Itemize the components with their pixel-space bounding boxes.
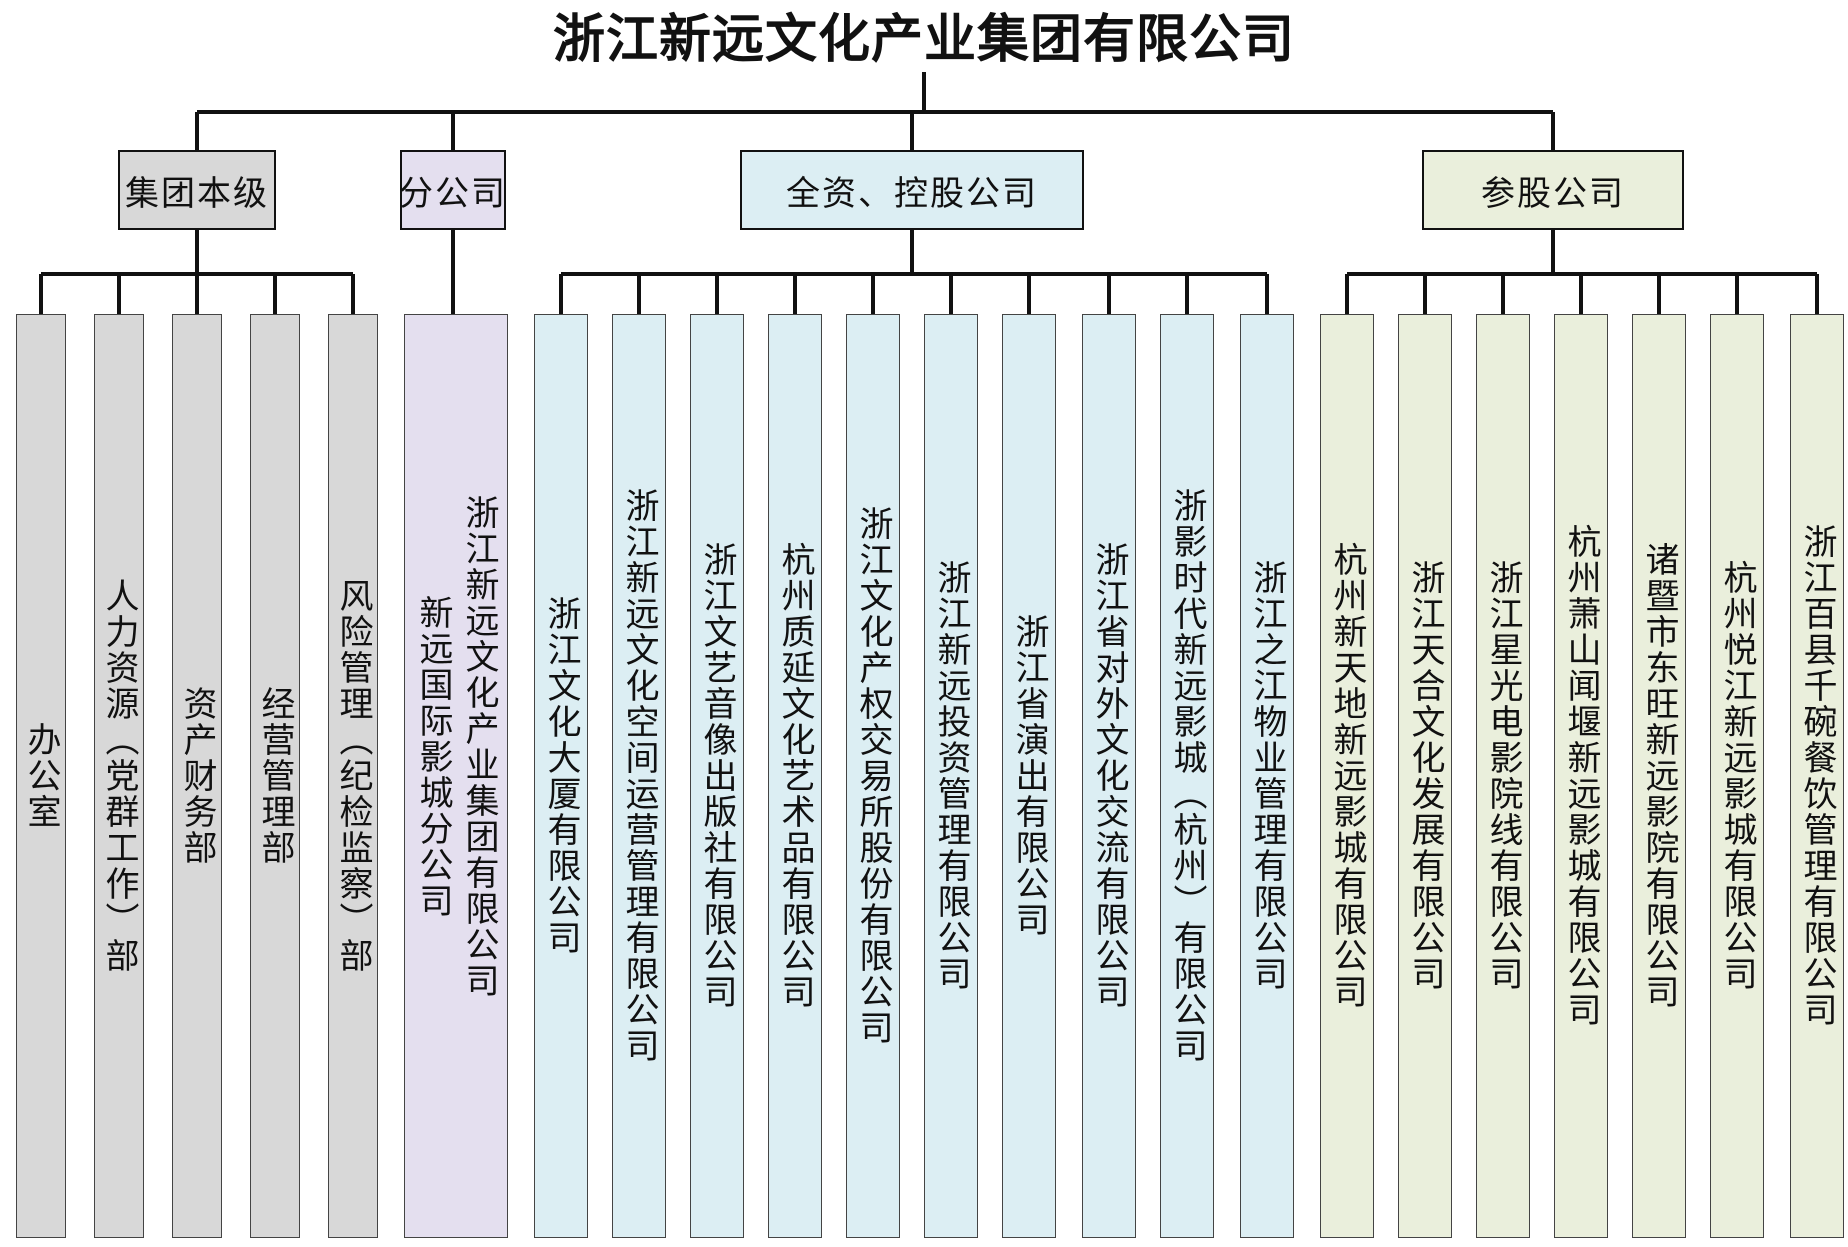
unit-wholly_owned-7: 浙江省对外文化交流有限公司 bbox=[1082, 314, 1136, 1238]
unit-wholly_owned-0: 浙江文化大厦有限公司 bbox=[534, 314, 588, 1238]
unit-label: 浙江新远投资管理有限公司 bbox=[931, 560, 971, 992]
unit-label: 浙江新远文化空间运营管理有限公司 bbox=[619, 488, 659, 1064]
unit-wholly_owned-2: 浙江文艺音像出版社有限公司 bbox=[690, 314, 744, 1238]
unit-label: 浙江文艺音像出版社有限公司 bbox=[697, 542, 737, 1010]
unit-label: 办公室 bbox=[21, 722, 61, 830]
unit-participating-1: 浙江天合文化发展有限公司 bbox=[1398, 314, 1452, 1238]
unit-participating-4: 诸暨市东旺新远影院有限公司 bbox=[1632, 314, 1686, 1238]
unit-label: 浙影时代新远影城（杭州）有限公司 bbox=[1167, 488, 1207, 1064]
unit-label: 浙江文化产权交易所股份有限公司 bbox=[853, 506, 893, 1046]
unit-wholly_owned-8: 浙影时代新远影城（杭州）有限公司 bbox=[1160, 314, 1214, 1238]
unit-label: 资产财务部 bbox=[177, 686, 217, 866]
unit-label: 杭州萧山闻堰新远影城有限公司 bbox=[1561, 524, 1601, 1028]
unit-participating-3: 杭州萧山闻堰新远影城有限公司 bbox=[1554, 314, 1608, 1238]
unit-participating-2: 浙江星光电影院线有限公司 bbox=[1476, 314, 1530, 1238]
unit-label: 浙江百县千碗餐饮管理有限公司 bbox=[1797, 524, 1837, 1028]
category-branch: 分公司 bbox=[399, 150, 506, 230]
unit-label: 新远国际影城分公司 bbox=[413, 595, 453, 919]
category-participating: 参股公司 bbox=[1422, 150, 1684, 230]
unit-wholly_owned-5: 浙江新远投资管理有限公司 bbox=[924, 314, 978, 1238]
unit-label: 浙江省对外文化交流有限公司 bbox=[1089, 542, 1129, 1010]
unit-label: 诸暨市东旺新远影院有限公司 bbox=[1639, 542, 1679, 1010]
unit-level-1: 人力资源（党群工作）部 bbox=[94, 314, 144, 1238]
unit-level-3: 经营管理部 bbox=[250, 314, 300, 1238]
unit-wholly_owned-9: 浙江之江物业管理有限公司 bbox=[1240, 314, 1294, 1238]
unit-label: 风险管理（纪检监察）部 bbox=[333, 578, 373, 974]
unit-label: 浙江星光电影院线有限公司 bbox=[1483, 560, 1523, 992]
unit-label: 杭州质延文化艺术品有限公司 bbox=[775, 542, 815, 1010]
unit-label: 杭州新天地新远影城有限公司 bbox=[1327, 542, 1367, 1010]
unit-label: 经营管理部 bbox=[255, 686, 295, 866]
unit-branch-0: 浙江新远文化产业集团有限公司新远国际影城分公司 bbox=[404, 314, 508, 1238]
unit-participating-5: 杭州悦江新远影城有限公司 bbox=[1710, 314, 1764, 1238]
unit-level-2: 资产财务部 bbox=[172, 314, 222, 1238]
chart-title: 浙江新远文化产业集团有限公司 bbox=[552, 9, 1295, 70]
unit-participating-6: 浙江百县千碗餐饮管理有限公司 bbox=[1790, 314, 1844, 1238]
category-level: 集团本级 bbox=[118, 150, 276, 230]
unit-wholly_owned-1: 浙江新远文化空间运营管理有限公司 bbox=[612, 314, 666, 1238]
unit-wholly_owned-4: 浙江文化产权交易所股份有限公司 bbox=[846, 314, 900, 1238]
unit-wholly_owned-6: 浙江省演出有限公司 bbox=[1002, 314, 1056, 1238]
unit-label: 浙江省演出有限公司 bbox=[1009, 614, 1049, 938]
unit-level-4: 风险管理（纪检监察）部 bbox=[328, 314, 378, 1238]
unit-label: 浙江天合文化发展有限公司 bbox=[1405, 560, 1445, 992]
unit-participating-0: 杭州新天地新远影城有限公司 bbox=[1320, 314, 1374, 1238]
unit-label: 浙江新远文化产业集团有限公司 bbox=[459, 495, 499, 999]
unit-label: 杭州悦江新远影城有限公司 bbox=[1717, 560, 1757, 992]
unit-label: 浙江文化大厦有限公司 bbox=[541, 596, 581, 956]
category-wholly_owned: 全资、控股公司 bbox=[740, 150, 1084, 230]
unit-label: 人力资源（党群工作）部 bbox=[99, 578, 139, 974]
unit-level-0: 办公室 bbox=[16, 314, 66, 1238]
unit-label: 浙江之江物业管理有限公司 bbox=[1247, 560, 1287, 992]
unit-wholly_owned-3: 杭州质延文化艺术品有限公司 bbox=[768, 314, 822, 1238]
